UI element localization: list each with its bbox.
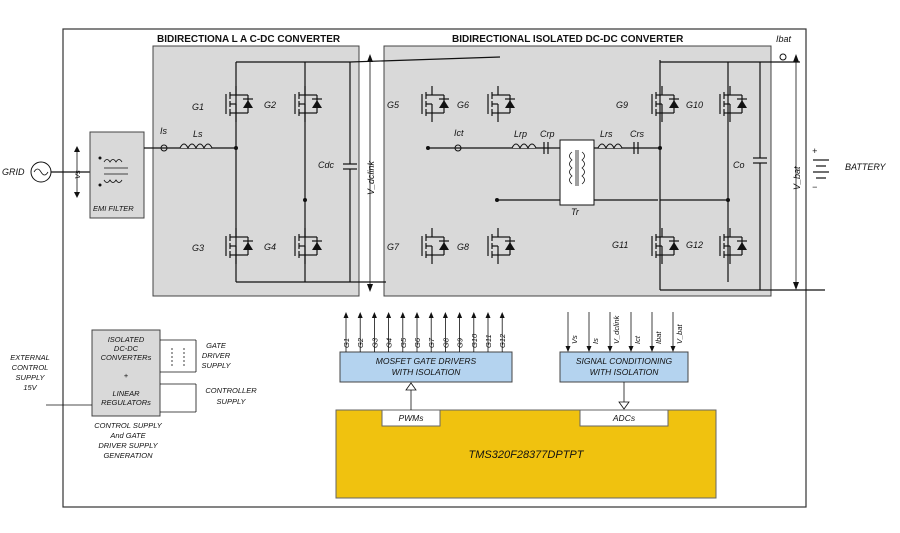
lrs-inductor (597, 143, 623, 150)
switch-g2: G2 (264, 100, 276, 110)
supply-line3: CONVERTERs (101, 353, 152, 362)
supply-line1: ISOLATED (108, 335, 145, 344)
gate-output-label-g2: G2 (356, 337, 365, 348)
switch-g3: G3 (192, 243, 204, 253)
switch-g8: G8 (457, 242, 469, 252)
tr-label: Tr (571, 207, 580, 217)
external-supply-3: SUPPLY (16, 373, 46, 382)
controller-supply-1: CONTROLLER (205, 386, 257, 395)
sine-icon (33, 168, 49, 176)
battery-icon (813, 159, 829, 179)
emi-filter-label: EMI FILTER (93, 204, 134, 213)
gate-driver-supply-1: GATE (206, 341, 227, 350)
supply-caption-4: GENERATION (103, 451, 153, 460)
ls-inductor (179, 143, 213, 150)
dc-dc-title: BIDIRECTIONAL ISOLATED DC-DC CONVERTER (452, 34, 684, 45)
ls-label: Ls (193, 129, 203, 139)
gate-output-label-g1: G1 (342, 338, 351, 348)
switch-g5: G5 (387, 100, 400, 110)
supply-caption-2: And GATE (109, 431, 146, 440)
gate-driver-supply-2: DRIVER (202, 351, 231, 360)
gate-output-arrows: G1 G2 G3 G4 G5 G6 G7 G8 G9 G10 G11 G12 (342, 312, 507, 352)
lrp-inductor (511, 143, 537, 150)
system-frame (62, 28, 807, 508)
sense-input-label-is: Is (591, 338, 600, 344)
gate-output-label-g9: G9 (456, 337, 465, 348)
sense-input-label-ict: Ict (633, 335, 642, 344)
gate-output-label-g10: G10 (470, 333, 479, 348)
supply-caption-3: DRIVER SUPPLY (98, 441, 158, 450)
dc-dc-converter-box (383, 45, 772, 297)
ict-label: Ict (454, 128, 464, 138)
supply-caption-1: CONTROL SUPPLY (94, 421, 163, 430)
gate-output-label-g7: G7 (427, 337, 436, 348)
gate-output-label-g6: G6 (413, 337, 422, 348)
sense-input-label-ibat: Ibat (654, 331, 663, 344)
gate-drivers-block (339, 351, 513, 383)
supply-line6: REGULATORs (101, 398, 151, 407)
vdclink-label: V_dclink (366, 160, 376, 195)
lrp-label: Lrp (514, 129, 527, 139)
crp-label: Crp (540, 129, 555, 139)
lrs-label: Lrs (600, 129, 613, 139)
external-supply-2: CONTROL (12, 363, 49, 372)
is-label: Is (160, 126, 168, 136)
battery-minus: − (812, 182, 817, 192)
gate-output-label-g8: G8 (441, 337, 450, 348)
sense-input-label-vs: Vs (570, 335, 579, 344)
ac-dc-converter-box (152, 45, 360, 297)
sense-input-label-v_dclink: V_dclink (612, 314, 621, 344)
battery-label: BATTERY (845, 162, 887, 172)
gate-driver-supply-3: SUPPLY (202, 361, 232, 370)
switch-g10: G10 (686, 100, 703, 110)
supply-line2: DC-DC (114, 344, 139, 353)
co-label: Co (733, 160, 745, 170)
switch-g4: G4 (264, 242, 276, 252)
adc-port (579, 409, 669, 427)
gate-output-label-g5: G5 (399, 337, 408, 348)
ac-dc-title: BIDIRECTIONA L A C-DC CONVERTER (157, 34, 341, 45)
signal-cond-line1: SIGNAL CONDITIONING (576, 356, 673, 366)
vbat-label: V_bat (792, 166, 802, 190)
pwm-label: PWMs (398, 413, 424, 423)
gate-drivers-line2: WITH ISOLATION (392, 367, 462, 377)
external-supply-4: 15V (23, 383, 37, 392)
battery-plus: + (812, 146, 817, 156)
signal-conditioning-block (559, 351, 689, 383)
emi-filter-box (89, 131, 145, 219)
switch-g7: G7 (387, 242, 400, 252)
switch-g11: G11 (612, 240, 628, 250)
ibat-label: Ibat (776, 34, 792, 44)
gate-output-label-g12: G12 (498, 333, 507, 348)
transformer-box (559, 139, 595, 206)
switch-g9: G9 (616, 100, 628, 110)
switch-g12: G12 (686, 240, 703, 250)
gate-drivers-line1: MOSFET GATE DRIVERS (376, 356, 477, 366)
controller-supply-2: SUPPLY (217, 397, 247, 406)
cdc-label: Cdc (318, 160, 335, 170)
vs-grid-label: Vs (73, 170, 82, 179)
adc-label: ADCs (612, 413, 636, 423)
switch-g1: G1 (192, 102, 204, 112)
mcu-label: TMS320F28377DPTPT (469, 449, 585, 461)
crs-label: Crs (630, 129, 644, 139)
supply-block (91, 329, 161, 417)
external-supply-1: EXTERNAL (10, 353, 50, 362)
gate-output-label-g3: G3 (370, 337, 379, 348)
gate-output-label-g11: G11 (484, 334, 493, 348)
switch-g6: G6 (457, 100, 469, 110)
transformer-icon (569, 150, 585, 186)
supply-line5: LINEAR (112, 389, 140, 398)
grid-label: GRID (2, 167, 25, 177)
sense-input-label-v_bat: V_bat (675, 323, 684, 344)
gate-output-label-g4: G4 (385, 338, 394, 348)
signal-cond-line2: WITH ISOLATION (590, 367, 660, 377)
supply-line4: + (124, 371, 129, 380)
emi-filter-icon (98, 156, 128, 187)
